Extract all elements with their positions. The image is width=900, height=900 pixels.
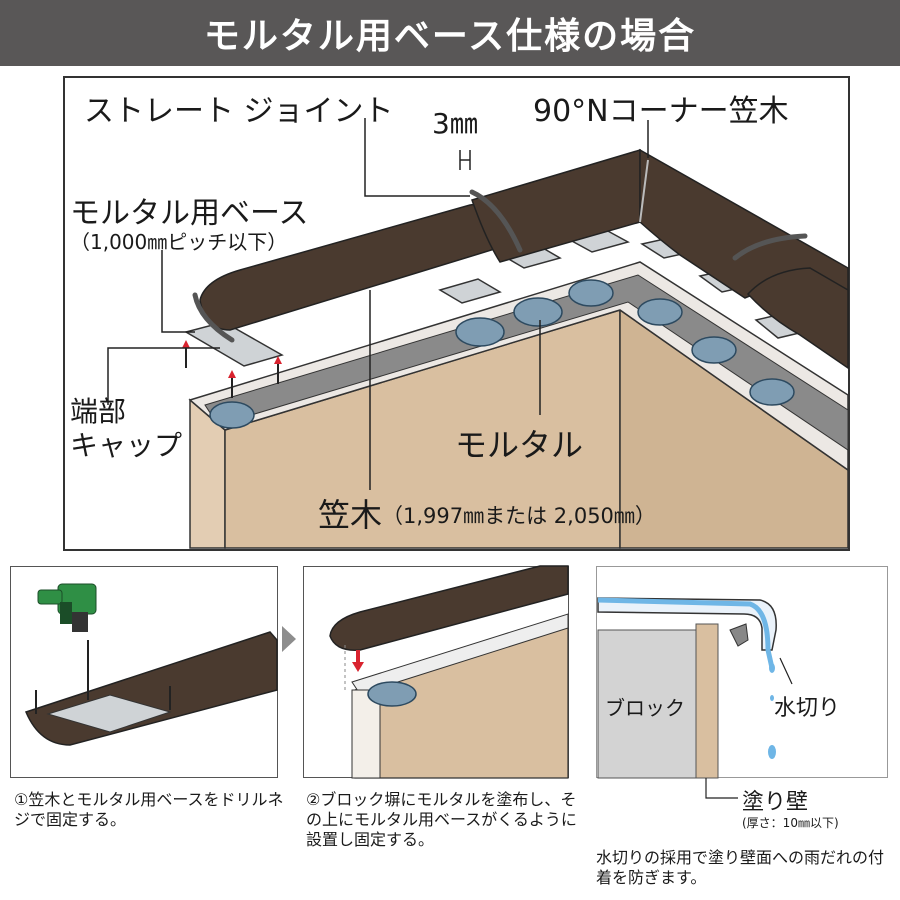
straight-joints — [192, 189, 808, 343]
corner-joint-line — [639, 159, 649, 223]
end-cap-arrows — [182, 340, 282, 378]
step1-base-plate — [46, 694, 172, 733]
step1-drill-icon — [37, 583, 97, 632]
plaster-leader — [705, 778, 738, 799]
water-drop-2 — [770, 695, 774, 701]
drip-caption: 水切りの採用で塗り壁面への雨だれの付着を防ぎます。 — [596, 848, 885, 887]
plaster-layer — [695, 623, 719, 779]
end-cap-screws — [185, 348, 279, 398]
water-drop-1 — [769, 663, 775, 673]
drip-leader — [779, 657, 793, 685]
step2-arrow-shaft — [356, 650, 360, 664]
water-drop-3 — [768, 745, 776, 759]
kasagi-right — [746, 267, 849, 370]
label-kasagi-length: （1,997㎜または 2,050㎜） — [382, 504, 656, 528]
label-straight-joint: ストレート ジョイント — [84, 94, 394, 129]
label-gap: 3㎜ — [432, 107, 478, 140]
label-plaster-thickness: (厚さ：10㎜以下) — [742, 816, 839, 830]
title-bar: モルタル用ベース仕様の場合 — [0, 0, 900, 66]
mortar-blobs — [209, 279, 795, 429]
label-corner-kasagi: 90°Nコーナー笠木 — [533, 94, 789, 129]
label-drip: 水切り — [774, 696, 841, 721]
drip-cap — [597, 597, 777, 651]
leader-lines — [107, 118, 649, 490]
water-flow — [597, 597, 775, 669]
block-section — [597, 629, 697, 779]
step2-down-arrow — [352, 662, 364, 672]
label-plaster-wall: 塗り壁 — [742, 790, 809, 815]
step2-wall-edge — [351, 689, 381, 779]
step-arrow-icon — [282, 626, 296, 652]
label-base-pitch: （1,000㎜ピッチ以下） — [70, 230, 288, 254]
page-title: モルタル用ベース仕様の場合 — [203, 16, 697, 57]
label-kasagi: 笠木 — [318, 496, 383, 534]
drip-clip — [729, 623, 749, 647]
step1-caption: ①笠木とモルタル用ベースをドリルネジで固定する。 — [14, 790, 284, 829]
label-end-cap-2: キャップ — [70, 429, 183, 462]
label-end-cap-1: 端部 — [70, 395, 127, 428]
step1-screws — [35, 640, 171, 714]
step2-kasagi — [329, 565, 569, 651]
label-block: ブロック — [605, 696, 685, 720]
step2-mortar-blob — [367, 681, 417, 707]
step2-caption: ②ブロック塀にモルタルを塗布し、その上にモルタル用ベースがくるように設置し固定す… — [306, 790, 577, 849]
label-mortar: モルタル — [455, 426, 584, 464]
label-mortar-base: モルタル用ベース — [70, 196, 309, 231]
